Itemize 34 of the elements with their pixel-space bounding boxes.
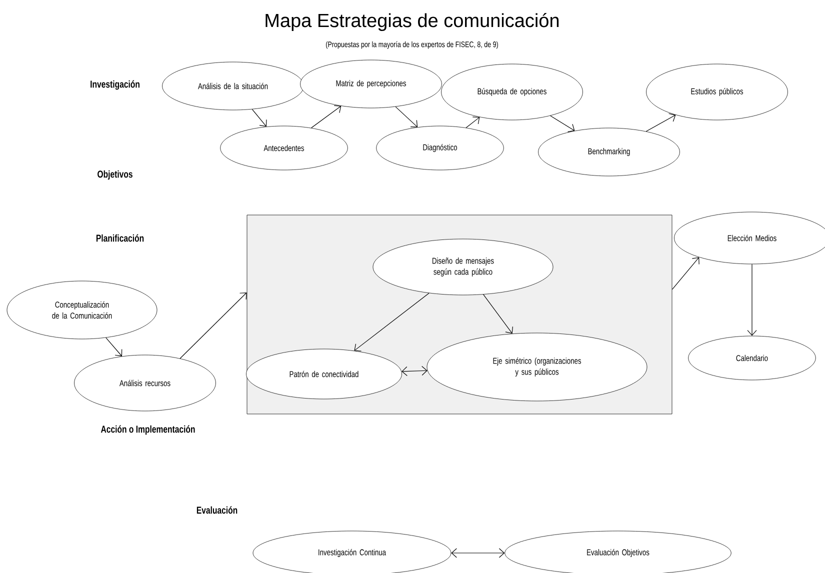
arrow <box>310 105 342 128</box>
arrow <box>402 366 428 376</box>
row-label: Objetivos <box>98 170 132 180</box>
ellipse-node: Eje simétrico (organizaciones y sus públicos <box>426 332 648 402</box>
arrow <box>354 292 430 352</box>
ellipse-node: Conceptualización de la Comunicación <box>6 280 158 340</box>
ellipse-node: Matriz de percepciones <box>300 60 442 108</box>
arrow <box>672 257 700 290</box>
arrow <box>483 294 514 334</box>
subtitle: (Propuestas por la mayoría de los expertos de FISEC, 8, de 9) <box>326 41 498 49</box>
arrow <box>550 115 575 132</box>
arrow <box>395 106 418 128</box>
row-label: Planificación <box>96 234 144 242</box>
ellipse-node: Calendario <box>688 336 816 380</box>
arrow <box>466 116 480 128</box>
arrow <box>451 548 505 558</box>
title: Mapa Estrategias de comunicación <box>266 13 559 31</box>
ellipse-node: Análisis recursos <box>74 354 216 412</box>
ellipse-node: Patrón de conectividad <box>246 348 402 400</box>
ellipse-node: Diseño de mensajes según cada público <box>372 238 554 296</box>
row-label: Acción o Implementación <box>100 425 195 435</box>
arrow <box>252 109 267 127</box>
ellipse-node: Análisis de la situación <box>162 62 304 110</box>
arrow <box>646 113 676 132</box>
arrow <box>180 292 247 359</box>
ellipse-node: Estudios públicos <box>646 64 788 120</box>
row-label: Evaluación <box>196 506 238 514</box>
arrow <box>106 337 122 356</box>
ellipse-node: Antecedentes <box>220 126 348 170</box>
row-label: Investigación <box>90 80 140 90</box>
ellipse-node: Benchmarking <box>538 128 680 176</box>
ellipse-node: Búsqueda de opciones <box>441 64 583 120</box>
ellipse-node: Diagnóstico <box>376 126 504 170</box>
arrow <box>747 264 757 336</box>
